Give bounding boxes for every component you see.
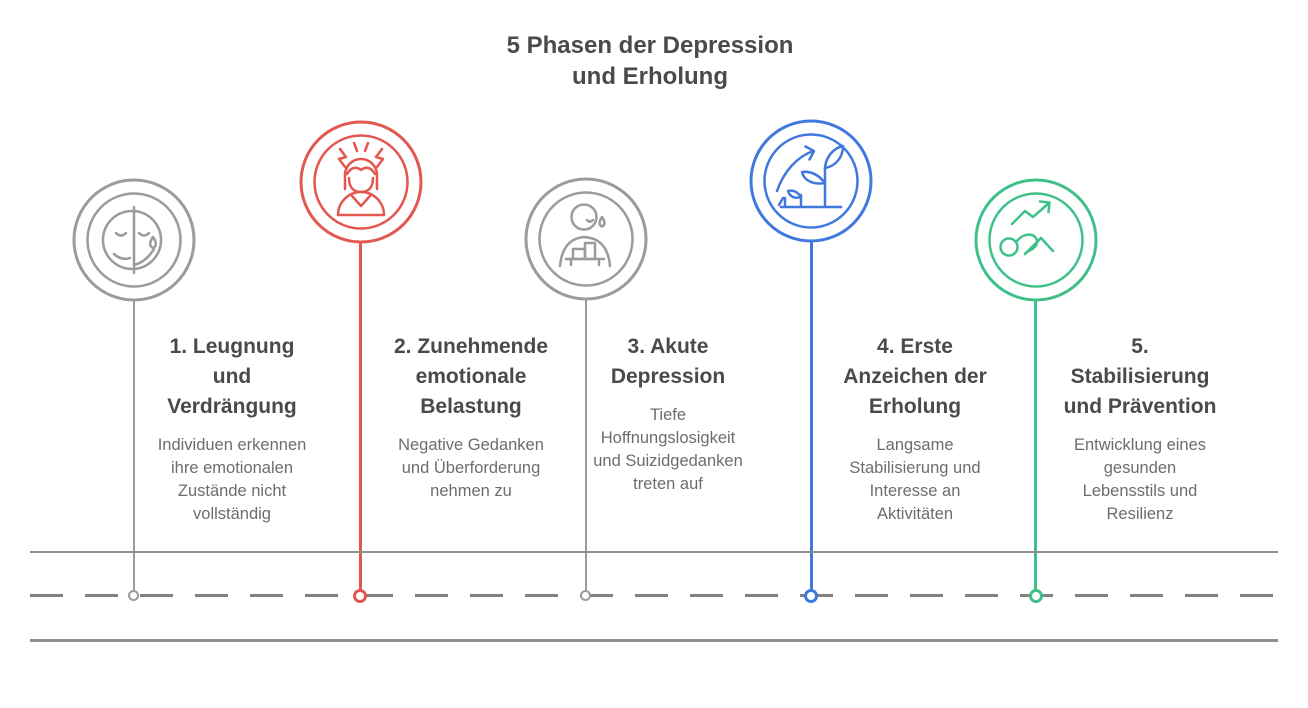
road-bottom-line (30, 639, 1278, 642)
connector-line (359, 242, 362, 596)
timeline-node (580, 590, 591, 601)
stressed-person-icon (299, 120, 423, 244)
timeline-node (804, 589, 818, 603)
phase-title: 2. Zunehmende emotionale Belastung (393, 335, 549, 418)
phase-text-block: 3. Akute Depression Tiefe Hoffnungslosig… (573, 332, 763, 496)
timeline-node (1029, 589, 1043, 603)
connector-line (1034, 300, 1037, 596)
phase-title: 5. Stabilisierung und Prävention (1063, 335, 1217, 418)
phase-description: Langsame Stabilisierung und Interesse an… (849, 436, 981, 523)
connector-line (585, 299, 587, 596)
phase-description: Entwicklung eines gesunden Lebensstils u… (1073, 436, 1207, 523)
connector-line (133, 300, 135, 596)
exercise-rising-arrow-icon (974, 178, 1098, 302)
plant-growth-arrow-icon (749, 119, 873, 243)
phase-description: Individuen erkennen ihre emotionalen Zus… (157, 436, 307, 523)
phase-description: Negative Gedanken und Überforderung nehm… (398, 436, 544, 500)
page-title: 5 Phasen der Depression und Erholung (506, 32, 794, 90)
phase-title: 4. Erste Anzeichen der Erholung (843, 335, 987, 418)
phase-text-block: 1. Leugnung und Verdrängung Individuen e… (137, 332, 327, 526)
road-center-dashed-line (30, 594, 1278, 597)
timeline-node (353, 589, 367, 603)
phase-text-block: 4. Erste Anzeichen der Erholung Langsame… (820, 332, 1010, 526)
phase-text-block: 5. Stabilisierung und Prävention Entwick… (1045, 332, 1235, 526)
phase-title: 1. Leugnung und Verdrängung (167, 335, 297, 418)
phase-text-block: 2. Zunehmende emotionale Belastung Negat… (376, 332, 566, 503)
road-top-line (30, 551, 1278, 553)
phase-title: 3. Akute Depression (610, 335, 726, 388)
connector-line (810, 241, 813, 596)
slumped-person-tear-icon (524, 177, 648, 301)
half-happy-sad-face-icon (72, 178, 196, 302)
timeline-node (128, 590, 139, 601)
phase-description: Tiefe Hoffnungslosigkeit und Suizidgedan… (593, 406, 743, 493)
